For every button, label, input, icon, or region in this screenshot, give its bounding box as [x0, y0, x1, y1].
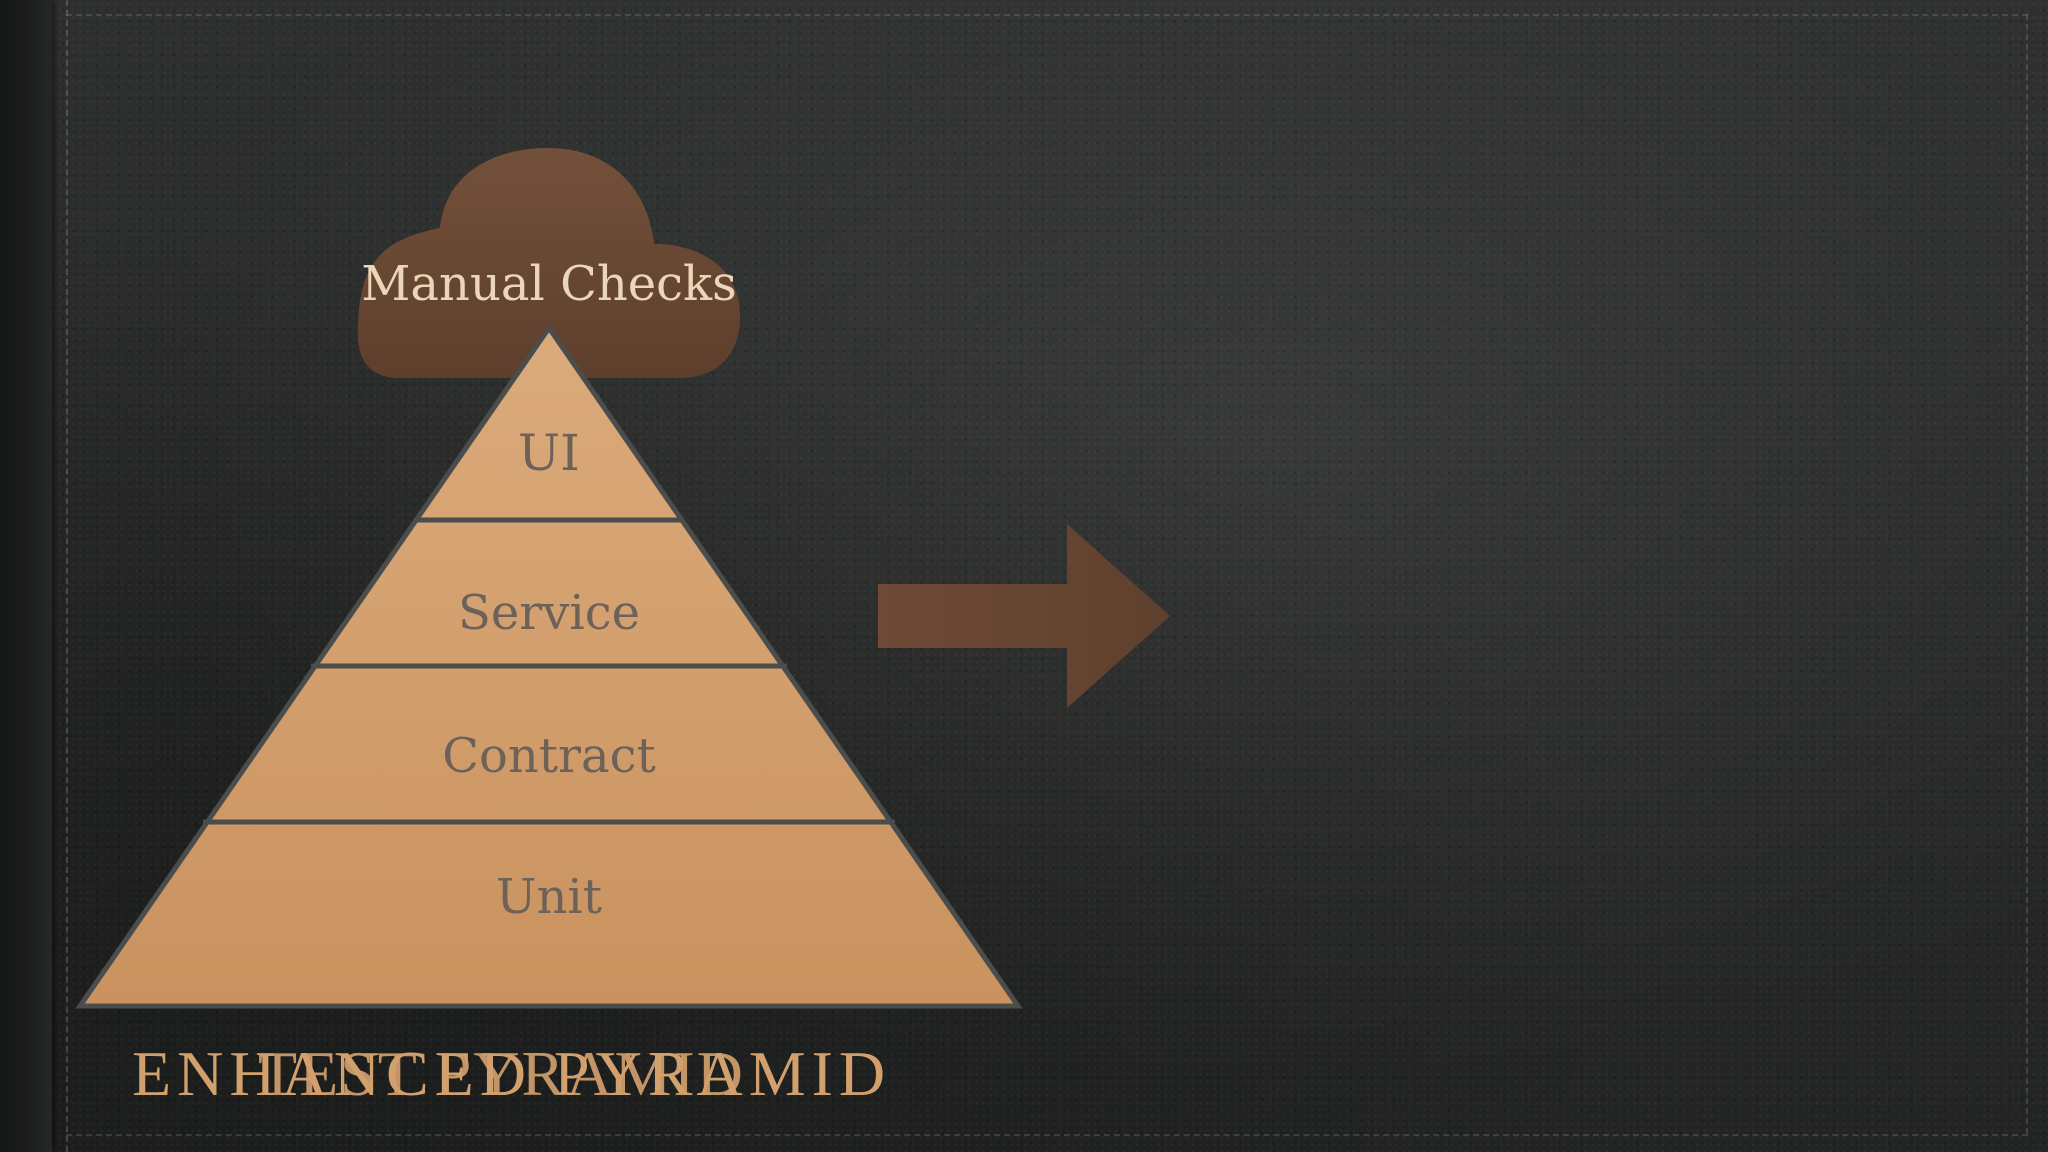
pyramid: [75, 323, 1023, 1009]
stitching-bottom: [66, 1134, 2028, 1136]
cloud-shape: [357, 148, 740, 378]
slide-title-enhanced: ENHANCED PYRAMID: [132, 1038, 892, 1109]
stitching-left: [66, 0, 68, 1152]
pyramid-layer-ui-label: UI: [518, 424, 580, 482]
pyramid-layer-contract-label: Contract: [442, 728, 656, 784]
book-binding: [0, 0, 52, 1152]
pyramid-layer-unit-label: Unit: [496, 869, 602, 925]
stitching-top: [66, 14, 2028, 16]
slide-title-test: TEST PYRAMID: [258, 1038, 745, 1109]
pyramid-layer-service-label: Service: [458, 585, 640, 641]
cloud-label: Manual Checks: [361, 256, 736, 312]
right-arrow-icon: [878, 524, 1170, 708]
stitching-right: [2026, 14, 2028, 1134]
